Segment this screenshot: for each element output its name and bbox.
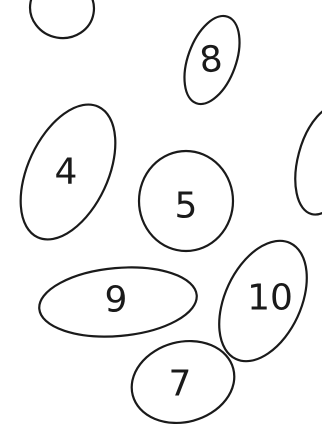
oval-7-label: 7	[169, 364, 192, 405]
oval-4-label: 4	[55, 152, 78, 193]
partial-oval-right-edge	[284, 99, 322, 222]
partial-oval-top-left	[25, 0, 98, 43]
oval-5-label: 5	[175, 186, 198, 227]
oval-8-label: 8	[198, 39, 224, 82]
oval-8: 8	[174, 9, 251, 112]
oval-5: 5	[139, 151, 233, 251]
oval-9-label: 9	[105, 280, 128, 321]
oval-10: 10	[202, 227, 322, 375]
oval-4: 4	[1, 90, 134, 254]
oval-7: 7	[122, 330, 243, 434]
oval-10-label: 10	[247, 278, 293, 319]
oval-9: 9	[36, 261, 199, 343]
